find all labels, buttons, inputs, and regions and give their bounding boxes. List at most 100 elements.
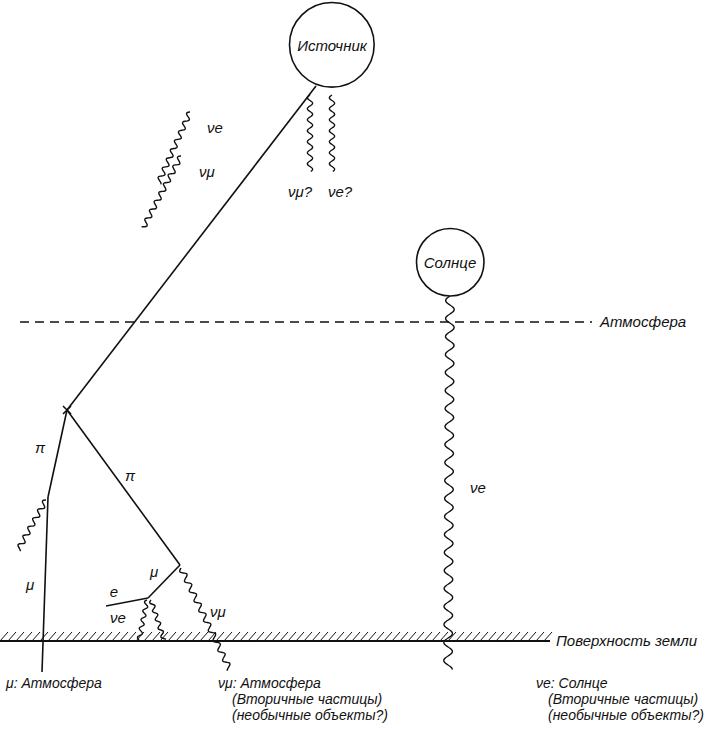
ground-hatch xyxy=(368,632,376,641)
ground-hatch xyxy=(472,632,480,641)
ground-hatch xyxy=(424,632,432,641)
neutrino-label: νe xyxy=(110,610,126,627)
ground-line xyxy=(0,640,550,642)
ground-hatch xyxy=(528,632,536,641)
ground-hatch xyxy=(408,632,416,641)
ground-hatch xyxy=(104,632,112,641)
neutrino-wave xyxy=(307,95,312,172)
source-note: μ: Атмосфера xyxy=(6,676,102,691)
ground-hatch xyxy=(184,632,192,641)
source-note: (необычные объекты?) xyxy=(232,708,388,723)
ground-hatch xyxy=(360,632,368,641)
body-name: Солнце xyxy=(424,253,476,270)
ground-hatch xyxy=(384,632,392,641)
circle-shape xyxy=(290,3,375,88)
ground-hatch xyxy=(416,632,424,641)
ground-hatch xyxy=(56,632,64,641)
ground-hatch xyxy=(328,632,336,641)
ground-hatch xyxy=(96,632,104,641)
ground-hatch xyxy=(536,632,544,641)
ground-hatch xyxy=(208,632,216,641)
ground-hatch xyxy=(24,632,32,641)
ground-hatch xyxy=(280,632,288,641)
muon-track xyxy=(42,497,48,672)
source-note: (необычные объекты?) xyxy=(548,708,704,723)
ground-hatch xyxy=(376,632,384,641)
ground-hatch xyxy=(456,632,464,641)
ground-hatch xyxy=(48,632,56,641)
ground-hatch xyxy=(112,632,120,641)
particle-label: π xyxy=(35,440,45,457)
ground-hatch xyxy=(512,632,520,641)
body-name: Источник xyxy=(297,36,367,53)
body-circle: Солнце xyxy=(416,228,484,296)
atmosphere-line xyxy=(20,321,592,322)
ground-hatch xyxy=(128,632,136,641)
ground-hatch xyxy=(464,632,472,641)
ground-hatch xyxy=(192,632,200,641)
ground-hatch xyxy=(264,632,272,641)
neutrino-label: νe xyxy=(207,120,223,137)
ground-hatch xyxy=(16,632,24,641)
neutrino-label: νμ xyxy=(199,164,215,181)
ground-hatch xyxy=(544,632,552,641)
neutrino-wave xyxy=(180,568,230,671)
ground-hatch xyxy=(400,632,408,641)
ground-hatch xyxy=(200,632,208,641)
ground-hatch xyxy=(496,632,504,641)
ground-hatch xyxy=(88,632,96,641)
particle-label: μ xyxy=(150,564,158,581)
primary-track xyxy=(67,86,316,410)
ground-hatch xyxy=(72,632,80,641)
ground-hatch xyxy=(240,632,248,641)
neutrino-wave xyxy=(444,296,454,670)
ground-hatch xyxy=(136,632,144,641)
ground-hatch xyxy=(440,632,448,641)
ground-hatch xyxy=(64,632,72,641)
particle-label: π xyxy=(125,468,135,485)
ground-hatch xyxy=(432,632,440,641)
interaction-mark xyxy=(63,406,71,414)
ground-hatch xyxy=(296,632,304,641)
ground-hatch xyxy=(168,632,176,641)
neutrino-wave xyxy=(150,600,166,639)
ground-hatch xyxy=(288,632,296,641)
ground-hatch xyxy=(144,632,152,641)
ground-hatch xyxy=(304,632,312,641)
ground-hatch xyxy=(32,632,40,641)
neutrino-label: νμ? xyxy=(288,184,312,201)
ground-hatch xyxy=(0,632,8,641)
ground-hatch xyxy=(488,632,496,641)
neutrino-label: νμ xyxy=(210,604,226,621)
ground-hatch xyxy=(272,632,280,641)
ground-hatch xyxy=(504,632,512,641)
circle-shape xyxy=(416,228,483,295)
ground-hatch xyxy=(120,632,128,641)
particle-label: μ xyxy=(26,577,34,594)
ground-hatch xyxy=(312,632,320,641)
ground-hatch xyxy=(224,632,232,641)
ground-hatch xyxy=(520,632,528,641)
ground-hatch xyxy=(40,632,48,641)
particle-label: e xyxy=(110,584,118,601)
ground-hatch xyxy=(392,632,400,641)
pion-track xyxy=(48,410,67,497)
ground-hatch xyxy=(176,632,184,641)
pion-track xyxy=(67,410,180,565)
neutrino-wave xyxy=(142,156,181,227)
layer-label: Атмосфера xyxy=(600,314,686,331)
ground-hatch xyxy=(160,632,168,641)
ground-hatch xyxy=(448,632,456,641)
source-note: νμ: Атмосфера xyxy=(218,676,321,691)
neutrino-wave xyxy=(329,95,334,172)
source-note: νe: Солнце xyxy=(536,676,608,691)
source-note: (Вторичные частицы) xyxy=(548,692,698,707)
ground-hatch xyxy=(480,632,488,641)
ground-hatch xyxy=(80,632,88,641)
ground-hatch xyxy=(256,632,264,641)
neutrino-label: νe? xyxy=(328,184,352,201)
ground-hatch xyxy=(216,632,224,641)
ground-hatch xyxy=(8,632,16,641)
